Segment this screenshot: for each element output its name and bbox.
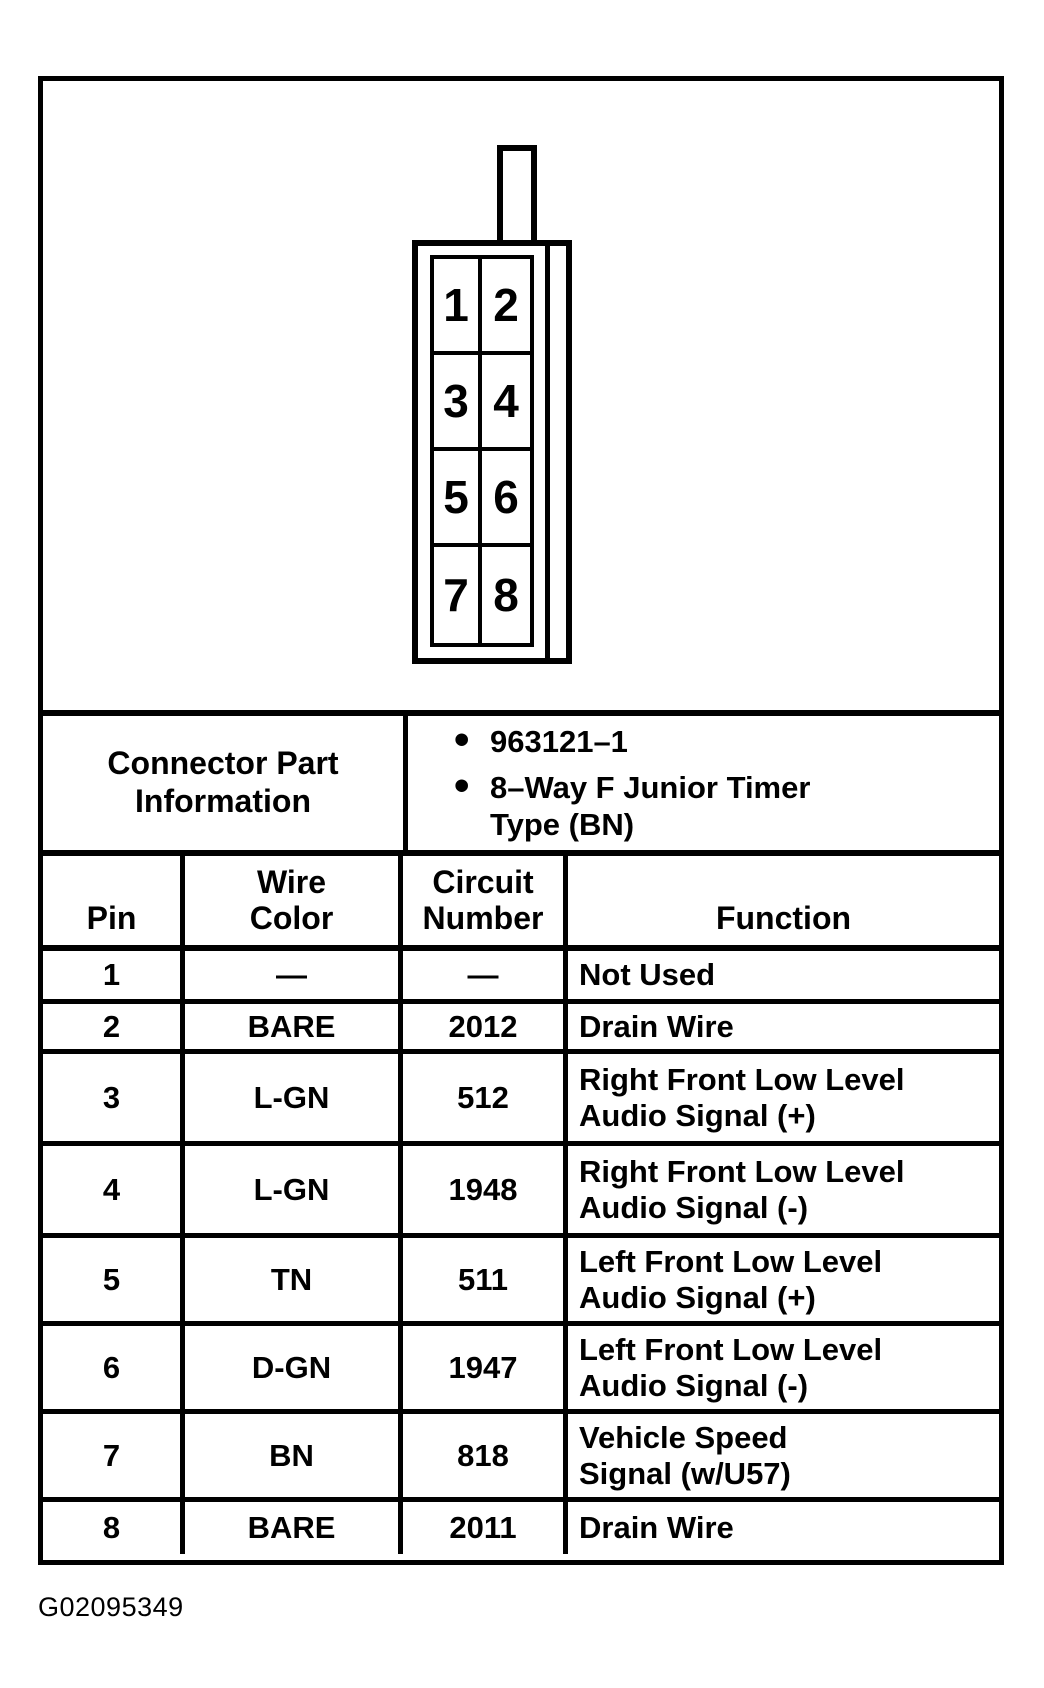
connector-pin-cell-3: 3 — [434, 355, 482, 451]
cell-function: Left Front Low Level Audio Signal (+) — [579, 1243, 883, 1315]
cell-function: Right Front Low Level Audio Signal (-) — [579, 1153, 905, 1225]
cell-pin: 2 — [43, 1004, 185, 1049]
connector-part-number: 963121–1 — [490, 723, 628, 759]
connector-part-info-row: Connector Part Information • 963121–1 • … — [43, 716, 999, 856]
table-row-pin-4: 4 L-GN 1948 Right Front Low Level Audio … — [43, 1146, 999, 1238]
figure-id: G02095349 — [38, 1592, 184, 1622]
bullet-icon: • — [454, 714, 470, 764]
table-row-pin-2: 2 BARE 2012 Drain Wire — [43, 1004, 999, 1054]
table-row-pin-1: 1 — — Not Used — [43, 951, 999, 1004]
connector-type: 8–Way F Junior Timer Type (BN) — [490, 769, 811, 843]
cell-circuit-number: 2012 — [403, 1004, 568, 1049]
header-cell-pin: Pin — [43, 856, 185, 945]
connector-pin-grid: 1 2 3 4 5 6 7 8 — [430, 255, 534, 647]
cell-pin: 8 — [43, 1502, 185, 1554]
connector-pin-cell-1: 1 — [434, 259, 482, 355]
connector-drawing: 1 2 3 4 5 6 7 8 — [43, 81, 999, 716]
cell-pin: 5 — [43, 1238, 185, 1321]
connector-pin-cell-8: 8 — [493, 569, 519, 621]
cell-wire-color: L-GN — [185, 1054, 403, 1141]
cell-pin: 4 — [43, 1146, 185, 1233]
connector-pin-cell-4: 4 — [482, 355, 530, 451]
cell-wire-color: — — [185, 951, 403, 999]
connector-pin-cell-7: 7 — [434, 547, 482, 643]
table-row-pin-3: 3 L-GN 512 Right Front Low Level Audio S… — [43, 1054, 999, 1146]
cell-circuit-number: — — [403, 951, 568, 999]
cell-circuit-number: 818 — [403, 1414, 568, 1497]
cell-pin: 1 — [43, 951, 185, 999]
diagram-frame: 1 2 3 4 5 6 7 8 Connector Part Informati… — [38, 76, 1004, 1565]
cell-function: Vehicle Speed Signal (w/U57) — [579, 1419, 791, 1491]
cell-circuit-number: 2011 — [403, 1502, 568, 1554]
cell-function: Right Front Low Level Audio Signal (+) — [579, 1061, 905, 1133]
cell-function: Drain Wire — [579, 1008, 734, 1044]
header-cell-wire-color: Wire Color — [185, 856, 403, 945]
cell-wire-color: BARE — [185, 1502, 403, 1554]
header-cell-function: Function — [715, 900, 852, 937]
connector-part-info-list: • 963121–1 • 8–Way F Junior Timer Type (… — [408, 716, 999, 850]
info-bullet-item: • 8–Way F Junior Timer Type (BN) — [454, 760, 999, 843]
cell-function: Left Front Low Level Audio Signal (-) — [579, 1331, 883, 1403]
connector-pin-cell-2: 2 — [482, 259, 530, 355]
cell-circuit-number: 511 — [403, 1238, 568, 1321]
table-row-pin-6: 6 D-GN 1947 Left Front Low Level Audio S… — [43, 1326, 999, 1414]
info-bullet-item: • 963121–1 — [454, 714, 999, 764]
cell-wire-color: D-GN — [185, 1326, 403, 1409]
connector-rail-line — [545, 246, 550, 658]
table-row-pin-5: 5 TN 511 Left Front Low Level Audio Sign… — [43, 1238, 999, 1326]
cell-circuit-number: 512 — [403, 1054, 568, 1141]
cell-pin: 7 — [43, 1414, 185, 1497]
bullet-icon: • — [454, 760, 470, 810]
cell-wire-color: BARE — [185, 1004, 403, 1049]
table-row-pin-8: 8 BARE 2011 Drain Wire — [43, 1502, 999, 1554]
header-cell-circuit-number: Circuit Number — [403, 856, 568, 945]
cell-function: Not Used — [579, 957, 716, 993]
table-row-pin-7: 7 BN 818 Vehicle Speed Signal (w/U57) — [43, 1414, 999, 1502]
connector-pin-cell-6: 6 — [482, 451, 530, 547]
cell-pin: 6 — [43, 1326, 185, 1409]
connector-body: 1 2 3 4 5 6 7 8 — [412, 240, 572, 664]
cell-pin: 3 — [43, 1054, 185, 1141]
connector-part-info-label: Connector Part Information — [43, 716, 408, 850]
cell-circuit-number: 1947 — [403, 1326, 568, 1409]
cell-circuit-number: 1948 — [403, 1146, 568, 1233]
connector-pin-cell-5: 5 — [434, 451, 482, 547]
cell-function: Drain Wire — [579, 1510, 734, 1546]
cell-wire-color: TN — [185, 1238, 403, 1321]
connector-lock-tab — [497, 145, 537, 246]
pin-table-header-row: Pin Wire Color Circuit Number Function — [43, 856, 999, 951]
cell-wire-color: BN — [185, 1414, 403, 1497]
cell-wire-color: L-GN — [185, 1146, 403, 1233]
